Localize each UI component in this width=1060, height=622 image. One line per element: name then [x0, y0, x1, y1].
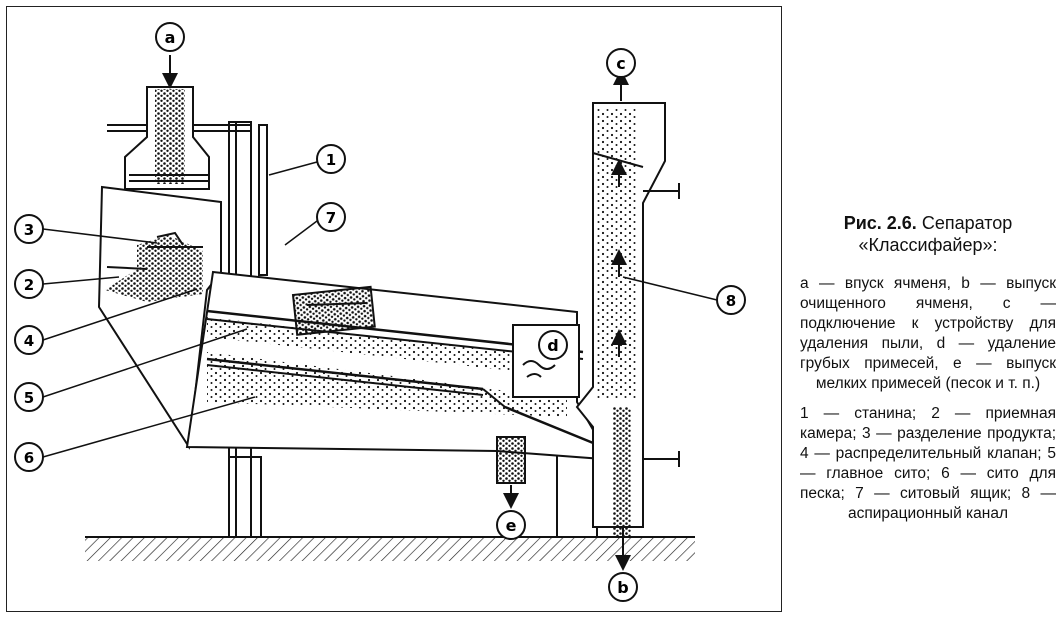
marker-e: e — [496, 510, 526, 540]
svg-text:6: 6 — [24, 449, 34, 467]
figure-frame: a c d e b 1 2 3 4 5 6 7 — [6, 6, 782, 612]
caption-title: Рис. 2.6. Сепаратор«Классифайер»: — [800, 212, 1056, 256]
svg-text:b: b — [617, 578, 628, 597]
inlet-hopper — [124, 86, 210, 190]
svg-text:a: a — [165, 28, 176, 47]
svg-text:3: 3 — [24, 221, 34, 239]
marker-d: d — [538, 330, 568, 360]
legend-letters: a — впуск ячменя, b — выпуск очищенного … — [800, 275, 1056, 392]
svg-text:d: d — [547, 336, 558, 355]
fine-impurities-outlet — [496, 436, 526, 509]
svg-text:c: c — [616, 54, 625, 73]
legend-numbers: 1 — станина; 2 — приемная камера; 3 — ра… — [800, 405, 1056, 522]
ground — [85, 536, 695, 561]
marker-3: 3 — [14, 214, 44, 244]
aspiration-channel — [575, 102, 680, 537]
marker-c: c — [606, 48, 636, 78]
sieve-box — [185, 270, 604, 461]
svg-text:1: 1 — [326, 151, 336, 169]
marker-8: 8 — [716, 285, 746, 315]
marker-2: 2 — [14, 269, 44, 299]
figure-caption: Рис. 2.6. Сепаратор«Классифайер»: a — вп… — [800, 212, 1056, 534]
receiving-chamber — [97, 185, 222, 450]
svg-text:5: 5 — [24, 389, 34, 407]
svg-text:8: 8 — [726, 292, 736, 310]
caption-title-text: Сепаратор — [916, 213, 1013, 233]
marker-7: 7 — [316, 202, 346, 232]
marker-b: b — [608, 572, 638, 602]
leader-lines — [42, 161, 718, 458]
svg-text:4: 4 — [24, 332, 34, 350]
caption-title-line2: «Классифайер»: — [858, 235, 998, 255]
figure-label: Рис. 2.6. — [843, 213, 917, 233]
marker-4: 4 — [14, 325, 44, 355]
marker-1: 1 — [316, 144, 346, 174]
svg-text:2: 2 — [24, 276, 34, 294]
separator-diagram: a c d e b 1 2 3 4 5 6 7 — [14, 22, 746, 602]
marker-a: a — [155, 22, 185, 52]
flow-arrows — [162, 55, 631, 571]
marker-5: 5 — [14, 382, 44, 412]
svg-text:e: e — [506, 516, 517, 535]
coarse-impurities-box — [512, 324, 580, 398]
svg-text:7: 7 — [326, 209, 336, 227]
marker-6: 6 — [14, 442, 44, 472]
